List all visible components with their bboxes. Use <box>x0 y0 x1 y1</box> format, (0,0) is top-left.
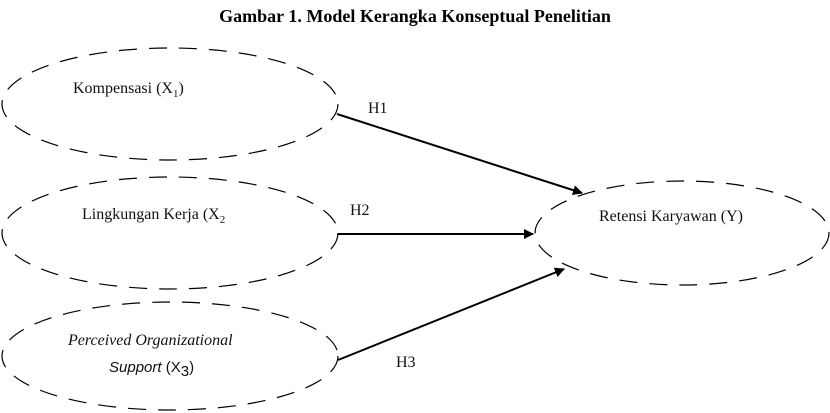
edge-h1-arrow <box>336 113 583 195</box>
node-x3-label-line1: Perceived Organizational <box>68 332 233 349</box>
node-x3-ellipse <box>1 301 339 411</box>
node-y-ellipse <box>534 180 830 286</box>
node-x1-ellipse <box>1 47 339 161</box>
edge-h3-arrow <box>337 267 565 361</box>
edge-h3-label: H3 <box>396 354 416 371</box>
node-x3-label-line2: Support (X3) <box>109 359 195 381</box>
node-x2-label: Lingkungan Kerja (X2 <box>82 206 226 227</box>
node-y-label: Retensi Karyawan (Y) <box>599 208 743 225</box>
figure-title: Gambar 1. Model Kerangka Konseptual Pene… <box>219 6 611 26</box>
node-x1-label: Kompensasi (X1) <box>73 80 184 101</box>
edge-h2-label: H2 <box>350 202 370 219</box>
node-x2-ellipse <box>1 176 339 290</box>
edge-h1-label: H1 <box>368 100 388 117</box>
